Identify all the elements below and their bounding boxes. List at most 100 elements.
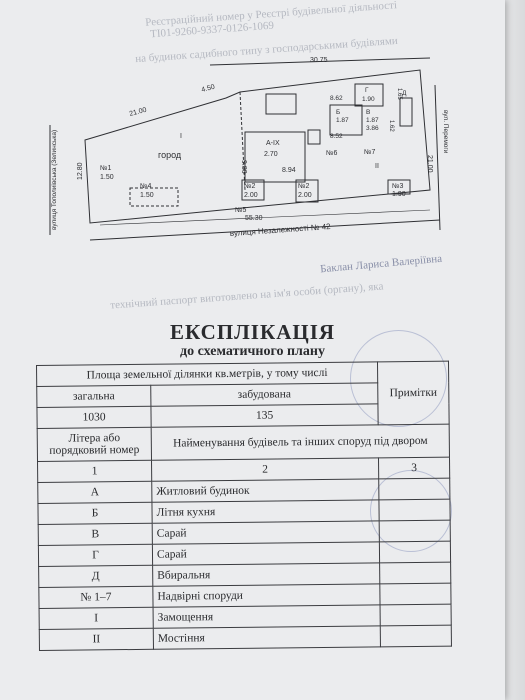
garden-label: город	[158, 150, 182, 160]
street-bottom-line	[89, 219, 441, 241]
structure-n2b	[295, 179, 319, 203]
label-roman-1: I	[180, 133, 182, 140]
name-header: Найменування будівель та інших споруд пі…	[151, 424, 450, 461]
dim-line-top	[209, 57, 431, 66]
street-right-label: вул. Перемоги	[442, 110, 449, 154]
explication-table: Площа земельної ділянки кв.метрів, у том…	[36, 361, 452, 651]
row-name: Житловий будинок	[151, 478, 379, 503]
row-code: А	[37, 481, 152, 504]
shed-v-outline	[329, 104, 363, 136]
structure-n3	[387, 179, 411, 195]
row-note	[378, 478, 450, 500]
label-n7: №7	[364, 149, 376, 156]
toilet-d-outline	[399, 97, 413, 127]
total-value: 1030	[36, 406, 152, 429]
label-n3: №3	[392, 183, 404, 190]
stamp-circle	[350, 330, 447, 427]
site-plan: 30.75 21.00 4.50 12.80 город вулиця Топо…	[49, 57, 449, 241]
dim-894: 8.94	[282, 167, 296, 174]
house-label: А-IХ	[266, 140, 280, 147]
plot-boundary	[84, 69, 431, 224]
dim-top: 30.75	[310, 57, 328, 64]
structure-n2a	[241, 179, 265, 201]
value-v: 1.87	[366, 117, 379, 124]
col-number-2: 2	[151, 457, 379, 482]
street-right-line	[434, 84, 441, 231]
street-bottom-label: вулиця Незалежності № 42	[230, 222, 332, 238]
dim-862: 8.62	[330, 95, 343, 102]
row-name: Мостіння	[153, 625, 381, 650]
value-n2a: 2.00	[244, 192, 258, 199]
street-left-label: вулиця Тополиівська (Зелинська)	[50, 130, 58, 230]
row-note	[379, 583, 452, 605]
label-n5: №5	[235, 207, 247, 214]
dim-162: 1.62	[388, 120, 394, 132]
row-code: В	[38, 523, 153, 546]
shed-g-outline	[354, 83, 384, 107]
litera-header: Літера або порядковий номер	[37, 427, 152, 462]
dim-852: 8.52	[330, 133, 343, 140]
value-n4: 1.50	[140, 192, 154, 199]
dim-4-50: 4.50	[201, 84, 216, 94]
bleed-through-text: технічний паспорт виготовлено на ім'я ос…	[109, 280, 384, 312]
dim-386: 3.86	[366, 125, 379, 132]
total-label: загальна	[36, 385, 151, 408]
document-title: ЕКСПЛІКАЦІЯ	[169, 320, 336, 344]
value-n2b: 2.00	[298, 192, 312, 199]
row-code: Г	[38, 544, 153, 567]
row-name: Сарай	[152, 541, 380, 566]
shed-b-outline	[265, 93, 297, 115]
row-note	[378, 499, 451, 521]
dim-line-bottom	[99, 209, 431, 226]
row-code: І	[39, 607, 154, 630]
row-note	[379, 562, 451, 584]
handwritten-name: Баклан Лариса Валеріївна	[319, 252, 443, 276]
document-subtitle: до схематичного плану	[180, 344, 325, 359]
built-label: забудована	[150, 382, 378, 407]
row-note	[379, 520, 451, 542]
label-n6: №6	[326, 150, 338, 157]
label-n1: №1	[100, 165, 112, 172]
dim-right: 21.00	[426, 155, 433, 173]
row-note	[380, 604, 452, 626]
row-name: Надвірні споруди	[152, 583, 381, 608]
structure-n4	[129, 187, 179, 207]
label-n2b: №2	[298, 183, 310, 190]
row-code: Б	[37, 502, 153, 525]
entry-outline	[307, 129, 321, 145]
dim-165: 1.65	[396, 88, 402, 100]
dim-left: 12.80	[77, 162, 84, 180]
table-row: ІІ Мостіння	[39, 625, 452, 651]
value-n3: 1.90	[392, 191, 406, 198]
stamp-circle	[370, 470, 452, 552]
label-n2a: №2	[244, 183, 256, 190]
label-b: Б	[336, 109, 340, 116]
row-code: ІІ	[39, 628, 154, 651]
row-note	[379, 541, 451, 563]
row-name: Літня кухня	[151, 499, 380, 524]
document-page: Реєстраційний номер у Реєстрі будівельно…	[0, 0, 505, 700]
row-name: Сарай	[152, 520, 380, 545]
value-n1: 1.50	[100, 174, 114, 181]
label-d: Д	[402, 90, 407, 97]
inner-fence	[239, 91, 246, 191]
dim-left-top: 21.00	[129, 107, 148, 118]
row-code: Д	[38, 565, 153, 588]
house-side: 9.80	[240, 160, 247, 174]
row-name: Замощення	[153, 604, 381, 629]
col-number-3: 3	[378, 457, 450, 479]
label-roman-2: II	[375, 163, 379, 170]
row-name: Вбиральня	[152, 562, 380, 587]
built-value: 135	[150, 403, 379, 428]
value-g: 1.90	[362, 96, 375, 103]
value-b: 1.87	[336, 117, 349, 124]
notes-header: Примітки	[377, 361, 450, 425]
label-n4: №4	[140, 183, 152, 190]
house-outline	[244, 131, 306, 183]
house-width: 2.70	[264, 151, 278, 158]
label-g: Г	[365, 87, 369, 94]
row-note	[380, 625, 452, 647]
dim-bottom: 55.30	[245, 215, 263, 222]
label-v: В	[366, 109, 370, 116]
row-code: № 1–7	[38, 586, 154, 609]
